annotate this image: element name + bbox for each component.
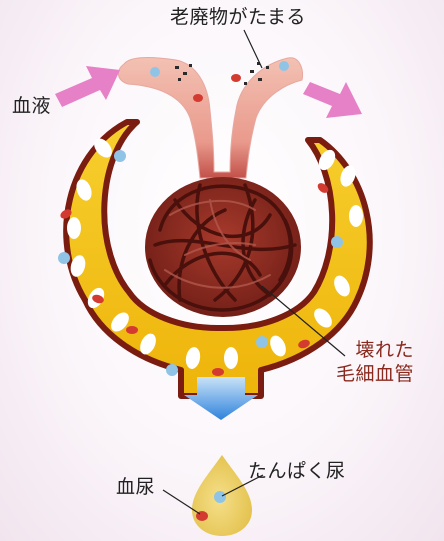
blood-inflow-arrow	[55, 66, 120, 107]
broken-capillary-label-line2: 毛細血管	[336, 363, 414, 387]
broken-capillaries	[145, 177, 301, 317]
proteinuria-label: たんぱく尿	[248, 460, 346, 484]
urine-protein-dot	[214, 491, 226, 503]
broken-capillary-label: 壊れた 毛細血管	[336, 339, 414, 387]
broken-capillary-label-line1: 壊れた	[336, 339, 414, 363]
blood-outflow-arrow	[303, 82, 362, 118]
waste-label: 老廃物がたまる	[170, 6, 306, 30]
blood-label: 血液	[12, 95, 51, 119]
blood-vessel	[118, 58, 302, 179]
hematuria-label: 血尿	[116, 476, 155, 500]
